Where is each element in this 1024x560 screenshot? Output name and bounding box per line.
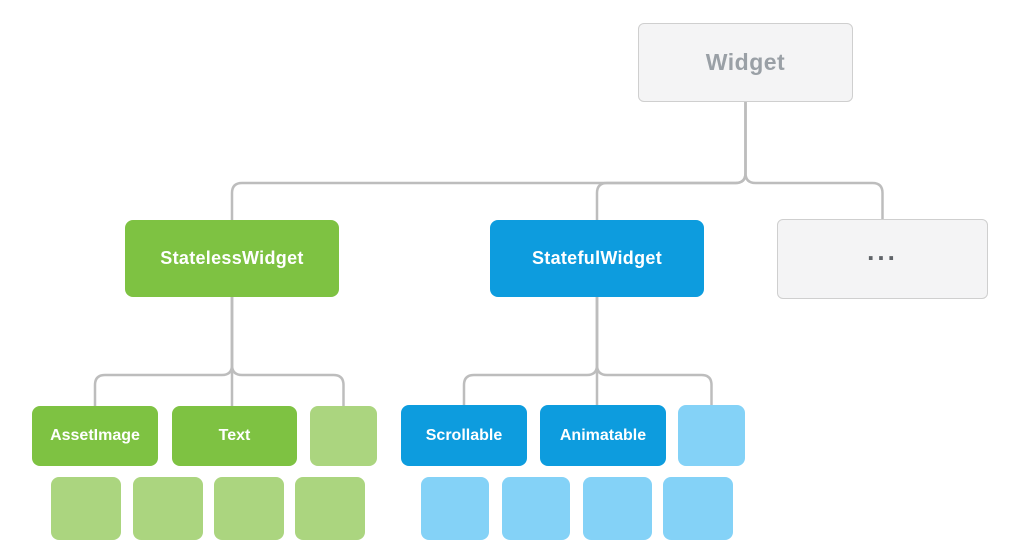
leaf-box-blue-3 [583, 477, 652, 540]
node-statelesswidget-label: StatelessWidget [160, 248, 304, 268]
node-assetimage: AssetImage [32, 406, 158, 466]
connector-stateless-assetimage [93, 297, 234, 406]
node-animatable: Animatable [540, 405, 666, 466]
connector-root-more [744, 102, 884, 220]
node-statefulwidget: StatefulWidget [490, 220, 704, 297]
node-statefulwidget-label: StatefulWidget [531, 248, 663, 268]
node-more-widgets: ... [777, 219, 988, 299]
node-scrollable-label: Scrollable [425, 426, 503, 444]
connector-stateful-scrollable [462, 297, 599, 405]
node-scrollable: Scrollable [401, 405, 527, 466]
connector-stateless-blank [230, 297, 345, 406]
leaf-box-green-3 [214, 477, 284, 540]
leaf-box-green-2 [133, 477, 203, 540]
connector-stateful-blank [595, 297, 713, 405]
ellipsis-label: ... [867, 235, 898, 266]
leaf-box-blue-4 [663, 477, 733, 540]
leaf-box-blue-2 [502, 477, 570, 540]
leaf-box-green-1 [51, 477, 121, 540]
node-assetimage-label: AssetImage [50, 427, 140, 444]
node-widget-label: Widget [705, 49, 786, 75]
leaf-box-blue-1 [421, 477, 489, 540]
node-text: Text [172, 406, 297, 466]
node-text-label: Text [218, 427, 251, 444]
connector-root-stateless [230, 102, 747, 220]
node-statelesswidget: StatelessWidget [125, 220, 339, 297]
node-stateful-child-blank [678, 405, 745, 466]
node-animatable-label: Animatable [559, 426, 647, 444]
node-stateless-child-blank [310, 406, 377, 466]
leaf-box-green-4 [295, 477, 365, 540]
connector-root-stateful [595, 102, 747, 220]
node-widget: Widget [638, 23, 853, 102]
